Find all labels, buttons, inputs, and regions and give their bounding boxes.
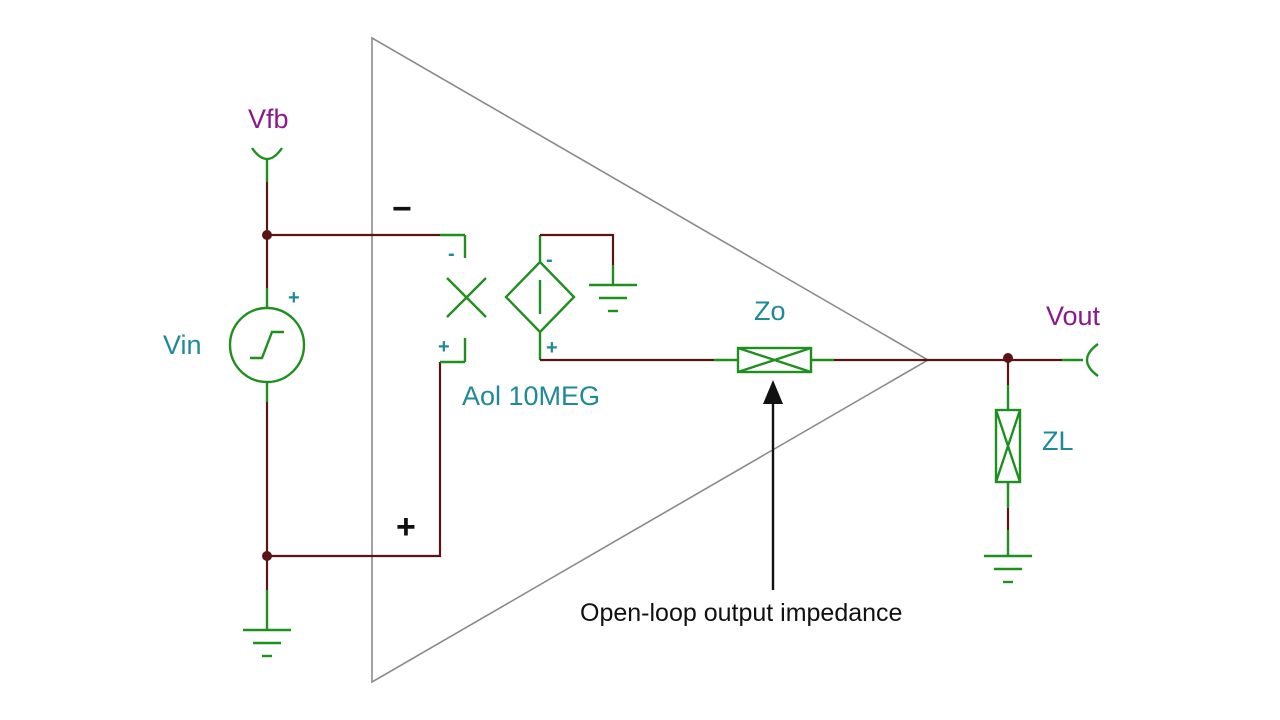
- dependent-source-icon: [504, 235, 576, 360]
- ground-left-icon: [243, 590, 291, 658]
- annotation-arrow-icon: [763, 380, 783, 590]
- aol-input-plus-sign: +: [438, 336, 450, 358]
- inverting-input-sign: −: [392, 190, 412, 228]
- zo-impedance: [714, 346, 834, 374]
- zl-label: ZL: [1042, 426, 1074, 456]
- input-sense-element: [440, 233, 487, 364]
- vfb-label: Vfb: [248, 104, 289, 134]
- ground-source-icon: [589, 265, 637, 313]
- zl-impedance: [994, 385, 1022, 508]
- aol-label: Aol 10MEG: [462, 381, 600, 411]
- zo-label: Zo: [754, 296, 786, 326]
- wire-noninverting-input: [267, 362, 442, 558]
- aol-output-plus-sign: +: [546, 337, 558, 359]
- vin-label: Vin: [163, 330, 202, 360]
- ground-right-icon: [984, 530, 1032, 584]
- vout-label: Vout: [1046, 301, 1101, 331]
- wire-source-to-ground: [540, 233, 615, 265]
- vout-terminal: [1062, 343, 1099, 377]
- noninverting-input-sign: +: [396, 508, 416, 546]
- aol-output-minus-sign: -: [546, 249, 553, 271]
- vin-source: [228, 288, 306, 402]
- aol-input-minus-sign: -: [448, 243, 455, 265]
- op-amp-triangle: [371, 36, 930, 684]
- vin-plus-sign: +: [288, 287, 300, 309]
- annotation-text: Open-loop output impedance: [580, 599, 902, 627]
- vfb-terminal: [251, 147, 283, 182]
